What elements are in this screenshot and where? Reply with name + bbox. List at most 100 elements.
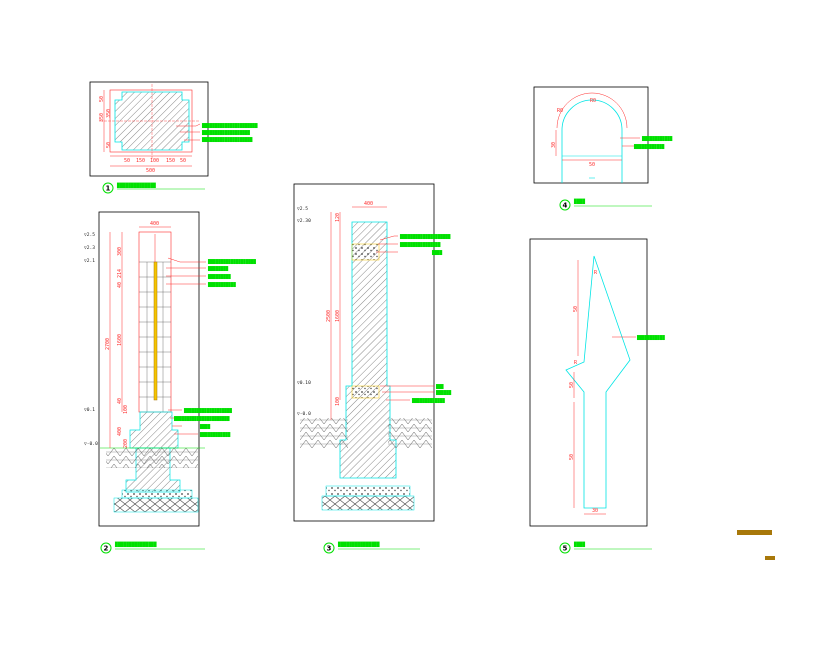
dim-5-w: 30 [592, 508, 598, 514]
note-2-b2: ██████████████████████ [173, 416, 230, 422]
dim-2-a: 300 [117, 247, 123, 256]
note-2-t1: ███████████████████ [207, 259, 256, 265]
note-3-b2: ██████ [435, 390, 452, 396]
note-3-t2: ████████████████ [399, 242, 441, 248]
detail-1-frame [89, 81, 209, 177]
dim-1-d: 150 [166, 158, 175, 164]
note-2-t2: ████████ [207, 266, 229, 272]
detail-3-bubble [323, 542, 335, 554]
dim-1-l4: 50 [106, 142, 112, 148]
detail-3-frame [293, 183, 435, 522]
note-4-b: ████████████ [633, 144, 665, 150]
detail-2-number: 2 [104, 545, 109, 553]
note-1-b: ███████████████████ [201, 130, 250, 136]
detail-1-title: ██████████████ [116, 182, 156, 189]
dim-2-i: 200 [123, 439, 129, 448]
dim-4-w: 50 [589, 162, 595, 168]
legend-swatch-small [765, 556, 775, 560]
dim-4-r1: R0 [590, 98, 596, 104]
dim-2-d: 1600 [117, 334, 123, 346]
note-3-t1: ████████████████████ [399, 234, 451, 240]
elev-2-d: ▽0.1 [84, 407, 95, 413]
gravel-2 [121, 489, 193, 499]
dim-2-e: 2700 [105, 338, 111, 350]
detail-1-number: 1 [106, 185, 111, 193]
elev-3-d: ▽-0.0 [297, 411, 311, 417]
elev-2-a: ▽2.5 [84, 232, 95, 238]
elev-3-b: ▽2.30 [297, 218, 311, 224]
detail-4-title: ████ [573, 198, 585, 205]
dim-2-g: 100 [123, 405, 129, 414]
note-3-b3: █████████████ [411, 398, 445, 404]
dim-5-r1: R [594, 270, 598, 276]
elev-3-a: ▽2.5 [297, 206, 308, 212]
dim-2-f: 40 [117, 398, 123, 404]
dim-1-e: 50 [180, 158, 186, 164]
note-2-t3: █████████ [207, 274, 231, 280]
dim-2-b: 214 [117, 269, 123, 278]
soil-3-right [388, 418, 432, 448]
note-5-a: ███████████ [636, 335, 665, 341]
dim-1-b: 150 [136, 158, 145, 164]
note-3-t3: ████ [431, 250, 443, 256]
detail-2: ▽2.5 ▽2.3 ▽2.1 ▽0.1 ▽-0.0 400 300 214 40… [84, 211, 256, 554]
dim-1-a: 50 [124, 158, 130, 164]
cap-3 [351, 243, 380, 261]
note-2-b3: ████ [199, 424, 211, 430]
note-2-b4: ████████████ [199, 432, 231, 438]
detail-5-title: ████ [573, 541, 585, 548]
rubble-2 [113, 497, 199, 513]
steel-strip [153, 261, 158, 401]
detail-4-number: 4 [563, 202, 568, 210]
dim-1-l3: 350 [106, 109, 112, 118]
legend-swatch-large [737, 530, 772, 535]
base-block-2 [129, 411, 179, 449]
note-1-a: ██████████████████████ [201, 123, 258, 129]
detail-1-bubble [102, 182, 114, 194]
elev-2-e: ▽-0.0 [84, 441, 98, 447]
detail-5-frame [529, 238, 648, 527]
dim-3-c: 2500 [326, 310, 332, 322]
detail-4-bubble [559, 199, 571, 211]
dim-4-r2: R0 [557, 108, 563, 114]
spear-outline [565, 255, 631, 509]
rubble-3 [321, 495, 415, 511]
arch-outline [561, 99, 623, 183]
detail-3-title: ███████████████ [337, 541, 380, 548]
detail-5-bubble [559, 542, 571, 554]
detail-5-number: 5 [563, 545, 568, 553]
detail-2-frame [98, 211, 200, 527]
elev-2-c: ▽2.1 [84, 258, 95, 264]
post-section-3 [339, 221, 397, 479]
dim-2-c: 40 [117, 282, 123, 288]
soil-2 [106, 448, 198, 468]
note-3-b1: ███ [435, 384, 444, 390]
note-2-t4: ███████████ [207, 282, 236, 288]
joint-3 [351, 385, 380, 399]
note-4-a: ████████████ [641, 136, 673, 142]
dim-1-c: 100 [150, 158, 159, 164]
detail-2-title: ███████████████ [114, 541, 157, 548]
elev-2-b: ▽2.3 [84, 245, 95, 251]
dim-3-a: 120 [335, 213, 341, 222]
note-1-c: ████████████████████ [201, 137, 253, 143]
dim-1-l1: 50 [99, 96, 105, 102]
detail-4-frame [533, 86, 649, 184]
detail-1: 50 150 100 150 50 500 50 350 350 50 ████… [89, 81, 258, 194]
detail-5: R 50 R 50 50 30 ███████████ 5 ████ [529, 238, 665, 554]
detail-2-bubble [100, 542, 112, 554]
dim-4-h: 30 [551, 142, 557, 148]
dim-2-h: 400 [117, 427, 123, 436]
detail-3: ▽2.5 ▽2.30 ▽0.10 ▽-0.0 400 120 1600 2500… [293, 183, 452, 554]
dim-5-c: 50 [569, 454, 575, 460]
elev-3-c: ▽0.10 [297, 380, 311, 386]
soil-3-left [300, 418, 348, 448]
dim-1-l2: 350 [99, 113, 105, 122]
note-2-b1: ███████████████████ [183, 408, 232, 414]
dim-3-d: 100 [335, 397, 341, 406]
detail-3-number: 3 [327, 545, 332, 553]
gravel-3 [325, 485, 411, 497]
dim-3-top: 400 [364, 201, 373, 207]
dim-2-top: 400 [150, 221, 159, 227]
